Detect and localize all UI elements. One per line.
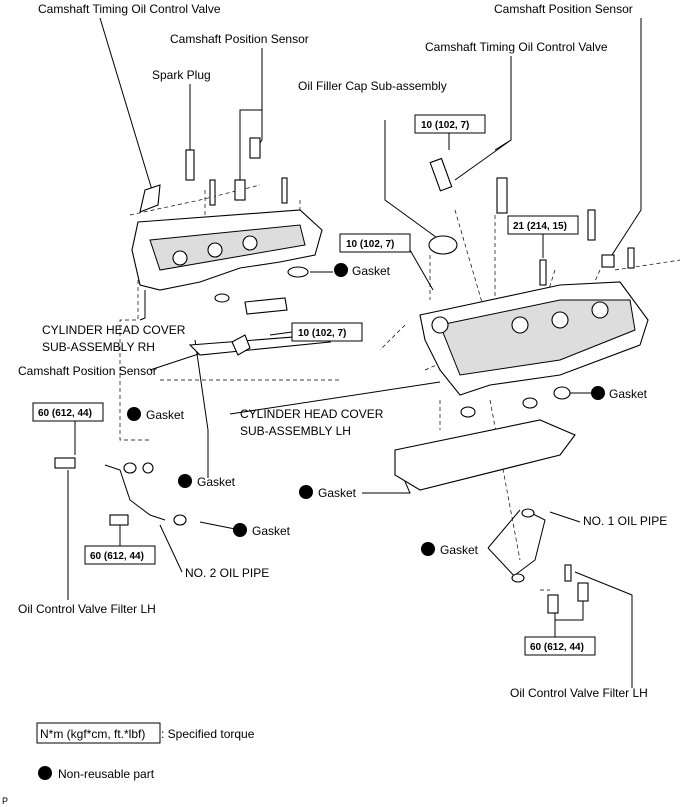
- label-oil-filler-cap: Oil Filler Cap Sub-assembly: [298, 79, 447, 93]
- label-ocv-filter-right: Oil Control Valve Filter LH: [510, 686, 648, 700]
- label-cyl-head-cover-lh: CYLINDER HEAD COVER: [240, 407, 384, 421]
- non-reusable-dot-icon: [233, 523, 247, 537]
- svg-text:10 (102, 7): 10 (102, 7): [298, 328, 346, 339]
- svg-text:10 (102, 7): 10 (102, 7): [421, 120, 469, 131]
- legend: N*m (kgf*cm, ft.*lbf) : Specified torque…: [36, 722, 255, 781]
- label-cam-timing-ocv-lh: Camshaft Timing Oil Control Valve: [425, 40, 608, 54]
- svg-text:Gasket: Gasket: [440, 543, 479, 557]
- svg-text:Gasket: Gasket: [609, 387, 648, 401]
- svg-text:60 (612, 44): 60 (612, 44): [90, 551, 144, 562]
- label-cyl-head-cover-rh-2: SUB-ASSEMBLY RH: [42, 340, 155, 354]
- non-reusable-dot-icon: [591, 386, 605, 400]
- svg-text:60 (612, 44): 60 (612, 44): [38, 408, 92, 419]
- cylinder-head-cover-rh: [131, 209, 323, 291]
- svg-text:10 (102, 7): 10 (102, 7): [346, 239, 394, 250]
- non-reusable-dot-icon: [178, 474, 192, 488]
- gasket-label: Gasket: [334, 263, 391, 278]
- label-cyl-head-cover-lh-2: SUB-ASSEMBLY LH: [240, 424, 351, 438]
- torque-spec: 60 (612, 44): [32, 402, 104, 422]
- label-spark-plug: Spark Plug: [152, 68, 211, 82]
- label-cam-pos-sensor-right: Camshaft Position Sensor: [494, 2, 633, 16]
- label-cam-pos-sensor-top: Camshaft Position Sensor: [170, 32, 309, 46]
- non-reusable-dot-icon: [334, 263, 348, 277]
- label-cam-pos-sensor-left: Camshaft Position Sensor: [18, 364, 157, 378]
- legend-nonreusable: Non-reusable part: [58, 767, 155, 781]
- torque-spec: 10 (102, 7): [339, 233, 411, 253]
- label-cam-timing-ocv-rh: Camshaft Timing Oil Control Valve: [38, 2, 221, 16]
- small-parts: [54, 137, 635, 614]
- label-no1-oil-pipe: NO. 1 OIL PIPE: [583, 514, 667, 528]
- gasket-label: Gasket: [178, 474, 236, 489]
- label-ocv-filter-left: Oil Control Valve Filter LH: [18, 602, 156, 616]
- label-no2-oil-pipe: NO. 2 OIL PIPE: [185, 566, 269, 580]
- non-reusable-dot-icon: [421, 542, 435, 556]
- non-reusable-dot-icon: [38, 766, 52, 780]
- svg-text:Gasket: Gasket: [318, 486, 357, 500]
- torque-spec: 10 (102, 7): [414, 114, 486, 134]
- torque-spec: 10 (102, 7): [291, 322, 363, 342]
- gasket-label: Gasket: [233, 523, 291, 538]
- gasket-label: Gasket: [299, 485, 357, 500]
- torque-spec: 60 (612, 44): [84, 545, 156, 565]
- svg-text:60 (612, 44): 60 (612, 44): [530, 642, 584, 653]
- torque-spec: 21 (214, 15): [507, 215, 579, 235]
- svg-text:Gasket: Gasket: [352, 264, 391, 278]
- gasket-lh-cover: [394, 419, 576, 491]
- leader-lines: [67, 17, 642, 688]
- cylinder-head-cover-lh: [419, 281, 649, 396]
- svg-text:Gasket: Gasket: [252, 524, 291, 538]
- gasket-label: Gasket: [127, 407, 185, 422]
- gasket-label: Gasket: [591, 386, 648, 401]
- non-reusable-dot-icon: [299, 485, 313, 499]
- torque-spec: 60 (612, 44): [524, 636, 596, 656]
- label-cyl-head-cover-rh: CYLINDER HEAD COVER: [42, 323, 186, 337]
- non-reusable-dot-icon: [127, 407, 141, 421]
- legend-torque-desc: : Specified torque: [161, 727, 255, 741]
- legend-torque-unit: N*m (kgf*cm, ft.*lbf): [40, 727, 145, 741]
- svg-text:Gasket: Gasket: [197, 475, 236, 489]
- svg-text:21 (214, 15): 21 (214, 15): [513, 221, 567, 232]
- gasket-label: Gasket: [421, 542, 479, 557]
- footer-code: P: [2, 796, 8, 806]
- svg-text:Gasket: Gasket: [146, 408, 185, 422]
